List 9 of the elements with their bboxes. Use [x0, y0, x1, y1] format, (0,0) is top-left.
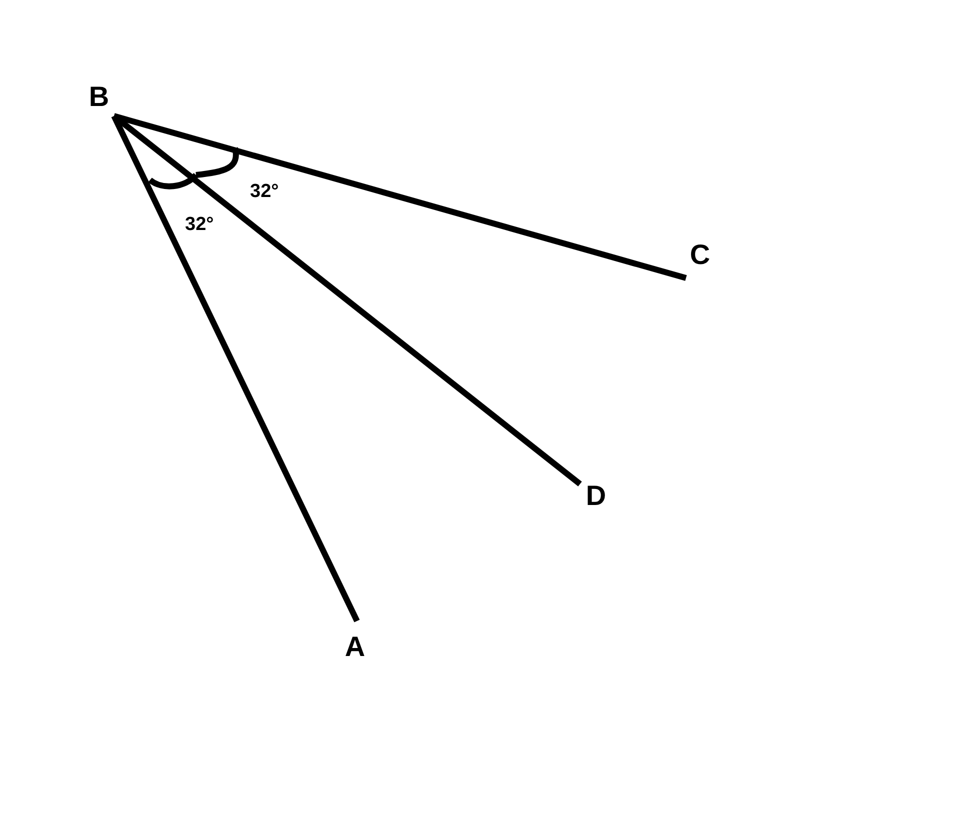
line-segment [111, 114, 360, 622]
point-label: B [86, 82, 112, 114]
angle-measure: 32° [185, 214, 214, 236]
line-segment [112, 114, 582, 486]
line-segment [113, 113, 687, 281]
angle-measure: 32° [250, 181, 279, 203]
point-label: C [687, 240, 713, 272]
point-label: A [342, 632, 368, 664]
point-label: D [583, 481, 609, 513]
